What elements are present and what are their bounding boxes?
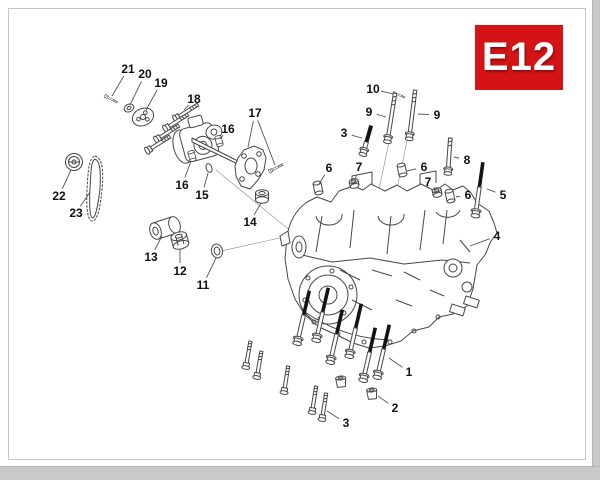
callout-14-18: 14 [243,215,257,229]
oil-pump-assembly [143,100,285,204]
callout-15-19: 15 [195,188,209,202]
callout-11-15: 11 [197,278,210,292]
leader-line-7 [433,187,437,191]
callout-3-2: 3 [343,416,350,430]
callout-21-26: 21 [121,62,135,76]
screw-21 [103,93,119,105]
leader-line-23 [80,191,91,207]
callout-3-3: 3 [341,126,348,140]
leader-line-17 [257,120,276,166]
leader-line-4 [469,238,490,247]
leader-line-22 [61,169,72,189]
bolt-3-top [357,123,376,158]
plate-19 [131,107,155,127]
bushing-7-b [431,186,443,199]
leader-line-15 [203,172,209,188]
seal-ring-11 [210,243,224,259]
callout-1-0: 1 [406,365,413,379]
callout-7-9: 7 [356,160,363,174]
callout-16-21: 16 [175,178,189,192]
callout-9-12: 9 [366,105,373,119]
leader-line-17 [247,120,254,148]
bushing-7-a [348,177,360,190]
leader-line-10 [380,90,394,95]
washer-20 [123,103,135,113]
leader-line-16 [219,134,224,140]
bolt-8 [442,137,456,177]
chain-sprocket-22 [65,153,83,171]
bushing-13 [149,216,181,240]
stud-9-right [404,89,421,142]
leader-line-6 [455,195,461,198]
plug-2 [365,387,378,400]
bolt-3-bottom [317,392,331,423]
leader-line-2 [377,395,389,404]
page-edge-right [592,0,600,480]
callout-23-28: 23 [69,206,83,220]
leader-line-3 [351,134,363,139]
leader-line-3 [326,410,340,420]
plate-code-badge: E12 [475,25,563,90]
leader-line-19 [145,89,158,111]
callout-6-7: 6 [421,160,428,174]
plate-code-text: E12 [481,35,557,79]
nut-12 [170,231,190,250]
leader-line-7 [354,174,358,181]
leader-line-13 [154,235,163,251]
callout-19-24: 19 [154,76,168,90]
stud-9-left [382,92,401,145]
callout-5-5: 5 [500,188,507,202]
cam-chain-23 [86,155,104,222]
leader-line-9 [417,113,430,116]
leader-line-6 [318,174,326,185]
callout-9-13: 9 [434,108,441,122]
leader-line-6 [406,168,417,172]
callout-6-8: 6 [465,188,472,202]
leader-line-21 [111,75,125,97]
cover-screw [267,162,285,174]
leader-line-18 [183,104,189,111]
callout-6-6: 6 [326,161,333,175]
leader-line-14 [253,202,262,216]
leader-line-11 [206,257,217,278]
callout-8-11: 8 [464,153,471,167]
callout-7-10: 7 [425,175,432,189]
leader-line-8 [453,156,460,159]
callout-20-25: 20 [138,67,152,81]
leader-line-9 [376,113,387,118]
leader-line-1 [388,357,403,368]
dowel-6-b [396,162,408,178]
page-edge-bottom [0,466,600,480]
callout-12-16: 12 [173,264,187,278]
leader-line-20 [129,81,142,106]
callout-2-1: 2 [392,401,399,415]
callout-22-27: 22 [52,189,66,203]
leader-line-16 [184,160,192,178]
rotor-plate-group [103,93,155,127]
callout-18-23: 18 [187,92,201,106]
nut-14 [255,189,269,204]
callout-16-20: 16 [221,122,235,136]
callout-10-14: 10 [366,82,380,96]
callout-13-17: 13 [144,250,158,264]
callout-17-22: 17 [248,106,262,120]
leader-line-5 [486,188,496,193]
dowel-6-a [312,180,324,196]
crankcase-drawing [279,170,498,349]
callout-4-4: 4 [494,229,501,243]
pump-cover-plate [234,145,267,190]
o-ring-15 [205,163,213,173]
